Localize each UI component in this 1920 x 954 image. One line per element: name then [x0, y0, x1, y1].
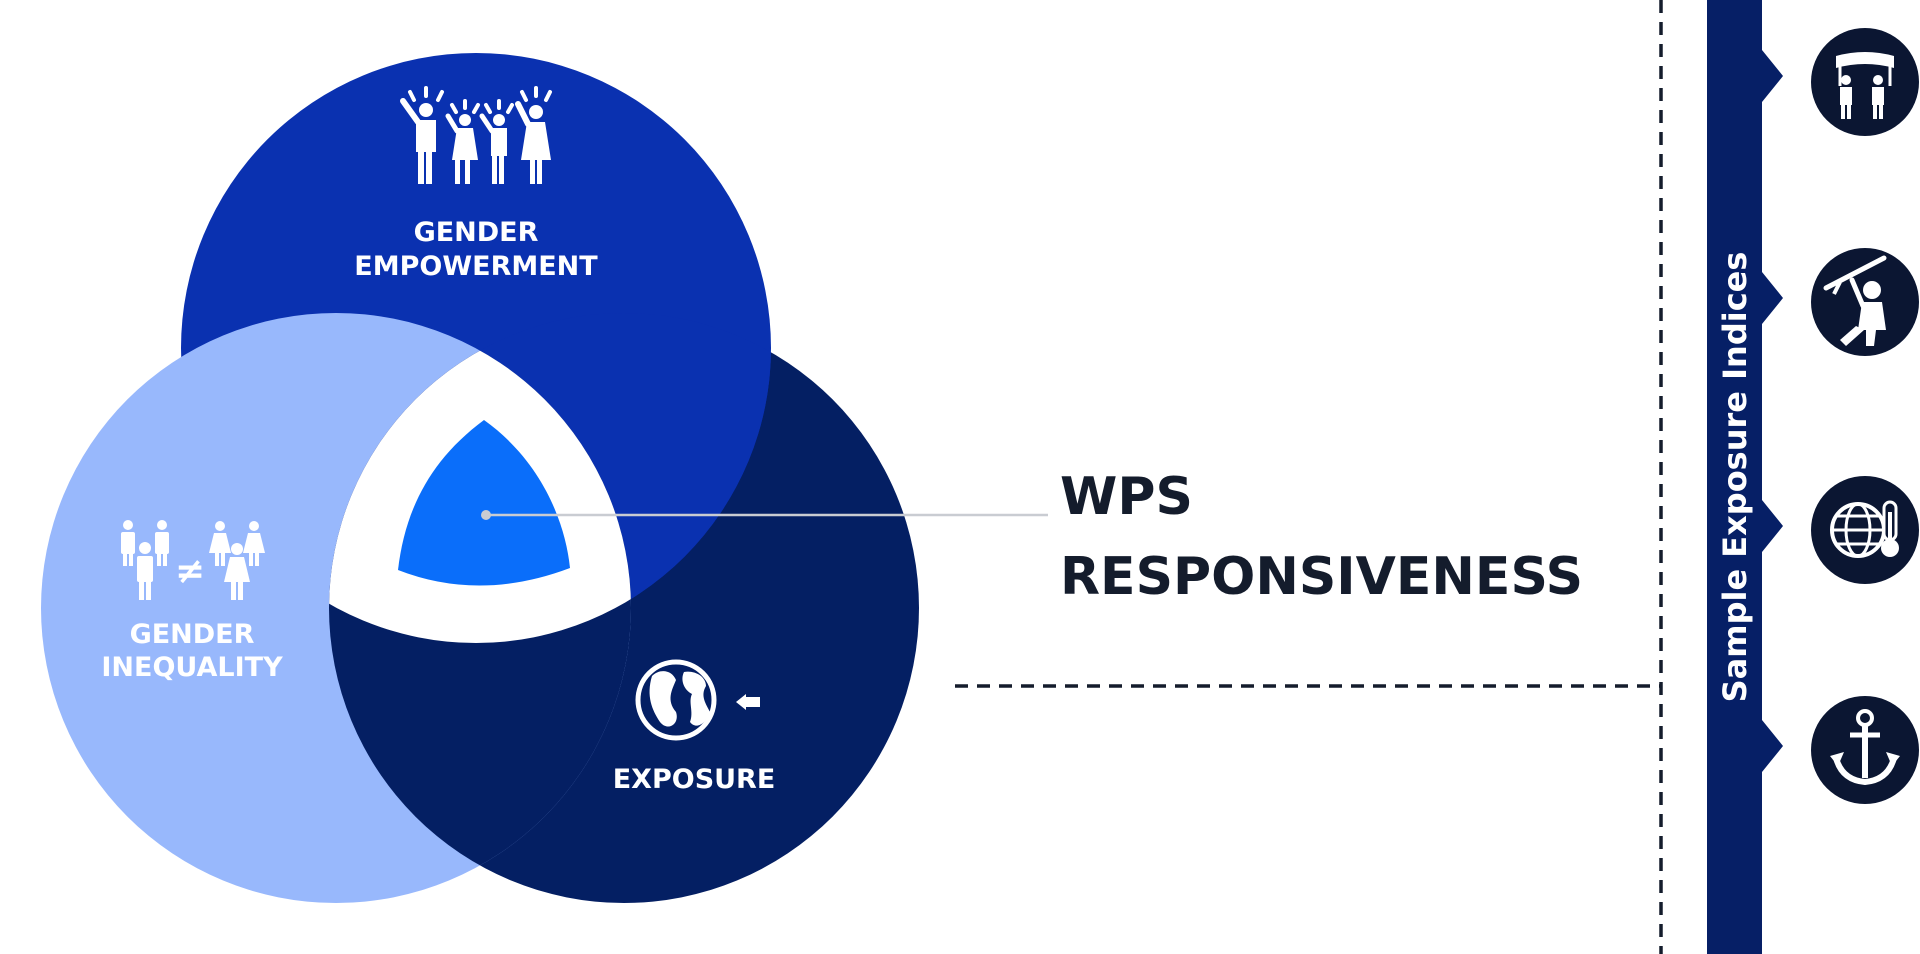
gender-inequality-label-line-1: GENDER	[130, 619, 255, 650]
wps-core-shape	[398, 420, 570, 586]
climate-globe-icon	[1811, 476, 1919, 584]
protest-icon	[1811, 28, 1919, 136]
gender-inequality-label-line-2: INEQUALITY	[101, 652, 283, 683]
gender-inequality-icon: ≠	[121, 520, 265, 600]
armed-conflict-icon	[1811, 248, 1919, 356]
gender-empowerment-label-line-2: EMPOWERMENT	[354, 251, 598, 282]
svg-text:≠: ≠	[175, 551, 205, 592]
protest-crowd-icon	[400, 86, 552, 184]
anchor-icon	[1811, 696, 1919, 804]
callout-title-line-1: WPS	[1060, 467, 1193, 527]
exposure-label: EXPOSURE	[613, 764, 776, 795]
sidebar-title: Sample Exposure Indices	[1716, 252, 1754, 703]
callout-dot	[481, 510, 491, 520]
globe-exposure-icon	[635, 659, 760, 741]
gender-empowerment-label-line-1: GENDER	[414, 217, 539, 248]
callout-title-line-2: RESPONSIVENESS	[1060, 547, 1583, 607]
sidebar-bar	[1707, 0, 1783, 954]
